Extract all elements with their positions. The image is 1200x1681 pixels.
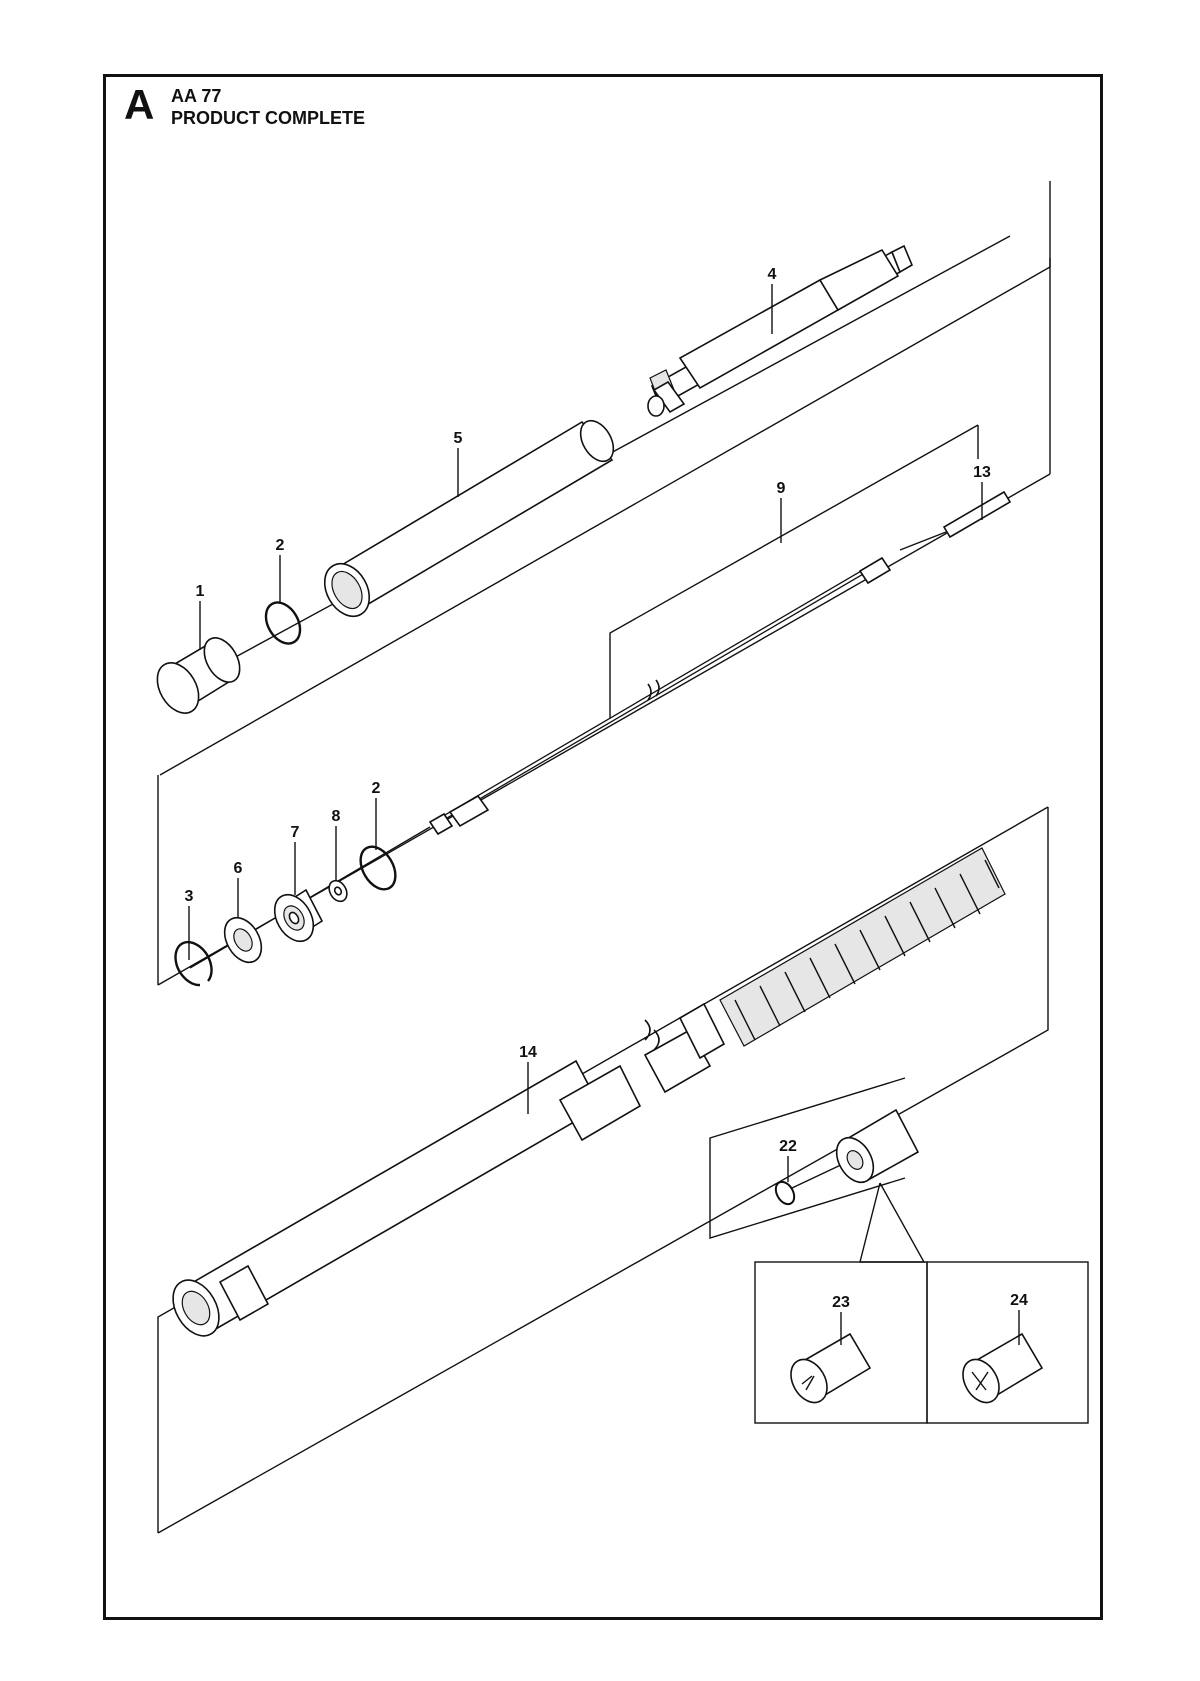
callout-14: 14 — [519, 1044, 537, 1061]
model-title: AA 77 — [171, 86, 222, 106]
part-7-bearing — [273, 888, 324, 943]
callout-6: 6 — [234, 860, 243, 877]
panel-hose-assembly — [157, 806, 1049, 1534]
callout-23: 23 — [832, 1294, 850, 1311]
part-2-oring-lower — [359, 845, 397, 891]
panel-upper-assembly — [157, 181, 1051, 986]
panel-coupling — [709, 1077, 906, 1239]
callout-7: 7 — [291, 824, 300, 841]
part-22-oring — [774, 1180, 796, 1206]
variant-leader — [859, 1182, 926, 1263]
callout-2-upper: 2 — [276, 537, 285, 554]
callout-24: 24 — [1010, 1292, 1028, 1309]
callout-13: 13 — [973, 464, 991, 481]
callout-9: 9 — [777, 480, 786, 497]
axis-line-coupling — [791, 1162, 846, 1189]
part-14-hose — [172, 847, 1006, 1337]
product-title: PRODUCT COMPLETE — [171, 108, 366, 128]
diagram-frame — [103, 74, 1103, 1620]
leader-lines — [188, 284, 1020, 1345]
part-9-flex-shaft — [428, 556, 892, 836]
callout-22: 22 — [779, 1138, 797, 1155]
section-letter: A — [124, 81, 155, 128]
variant-box-24 — [926, 1261, 1089, 1424]
part-13-pin — [899, 490, 1012, 551]
callout-8: 8 — [332, 808, 341, 825]
part-4-shaft — [647, 244, 914, 417]
part-coupling-head — [835, 1108, 920, 1184]
part-23-coupling — [790, 1332, 872, 1404]
part-6-spacer — [223, 916, 263, 964]
part-1-cap — [156, 637, 241, 714]
callout-4: 4 — [768, 266, 777, 283]
callout-1: 1 — [196, 583, 205, 600]
part-8-washer — [328, 879, 348, 903]
callout-2-lower: 2 — [372, 780, 381, 797]
callout-5: 5 — [454, 430, 463, 447]
callout-3: 3 — [185, 888, 194, 905]
part-3-circlip — [174, 940, 213, 987]
part-5-tube — [323, 419, 615, 618]
part-2-oring-upper — [264, 601, 302, 645]
panel-shaft-assembly — [609, 424, 979, 720]
part-24-coupling — [962, 1332, 1044, 1404]
